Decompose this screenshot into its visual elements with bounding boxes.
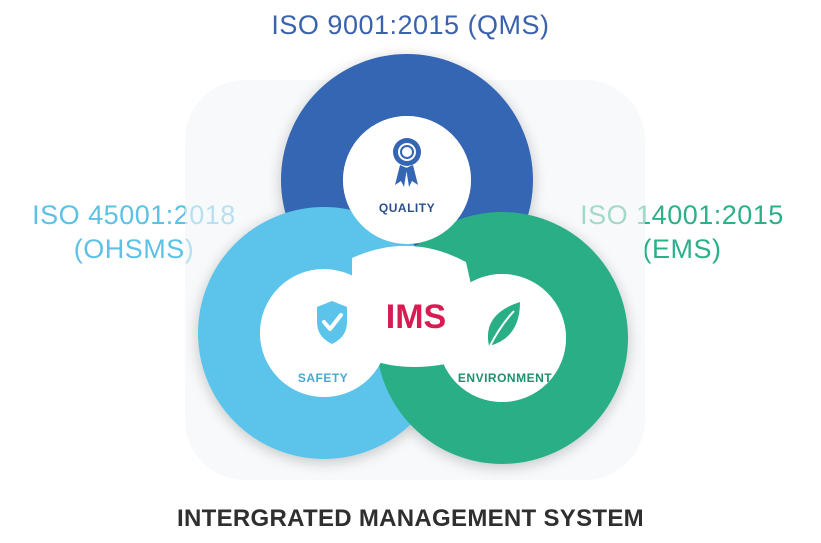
quality-label: QUALITY [379,201,435,215]
environment-label: ENVIRONMENT [458,371,552,385]
footer-title: INTERGRATED MANAGEMENT SYSTEM [177,505,644,532]
leaf-icon [487,302,520,347]
ims-center-area [352,245,486,367]
shield-check-icon [317,301,347,344]
quality-inner-disc [343,116,471,244]
safety-label: SAFETY [298,371,348,385]
qms-standard-label: ISO 9001:2015 (QMS) [0,8,821,42]
ims-center-label: IMS [386,298,446,336]
quality-ring-overlap [380,68,481,120]
qms-standard-text: ISO 9001:2015 (QMS) [271,10,550,40]
ems-standard-line2: (EMS) [642,234,722,264]
ohsms-standard-line2: (OHSMS) [73,234,195,264]
award-ribbon-icon [393,138,421,187]
